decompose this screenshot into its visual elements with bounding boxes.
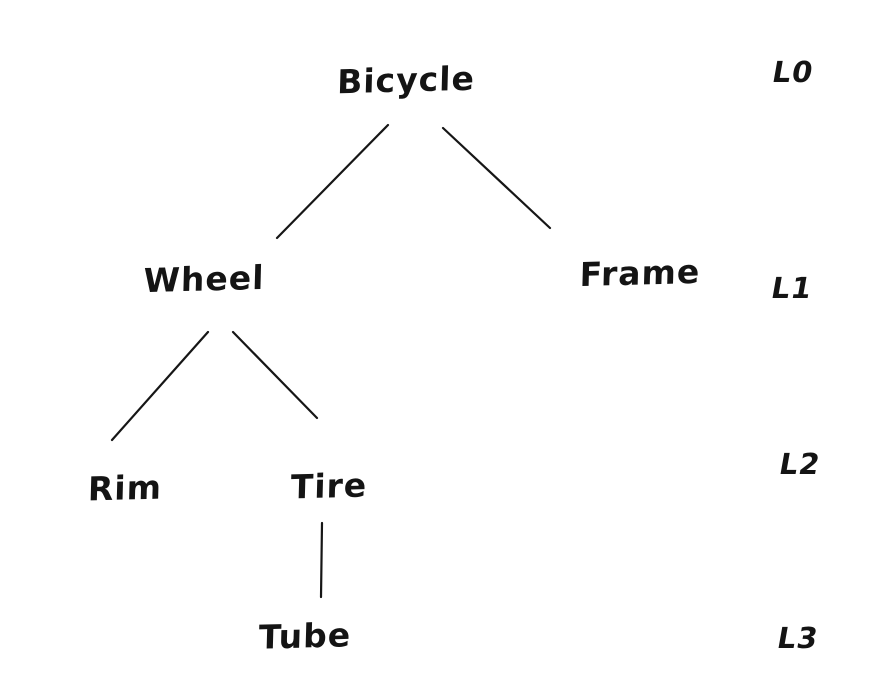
edge-bicycle-wheel [275,123,390,240]
level-label-l2: L2 [776,447,824,481]
level-label-l1: L1 [768,271,816,305]
edge-wheel-rim [110,330,210,442]
node-bicycle: Bicycle [336,58,476,102]
node-frame: Frame [579,251,701,295]
node-tube: Tube [258,615,352,657]
node-rim: Rim [87,467,163,509]
level-label-l0: L0 [769,55,817,89]
node-tire: Tire [290,465,368,507]
edge-tire-tube [319,521,324,599]
edge-bicycle-frame [441,126,552,230]
edge-wheel-tire [231,330,319,420]
level-label-l3: L3 [774,621,822,655]
node-wheel: Wheel [143,257,265,301]
